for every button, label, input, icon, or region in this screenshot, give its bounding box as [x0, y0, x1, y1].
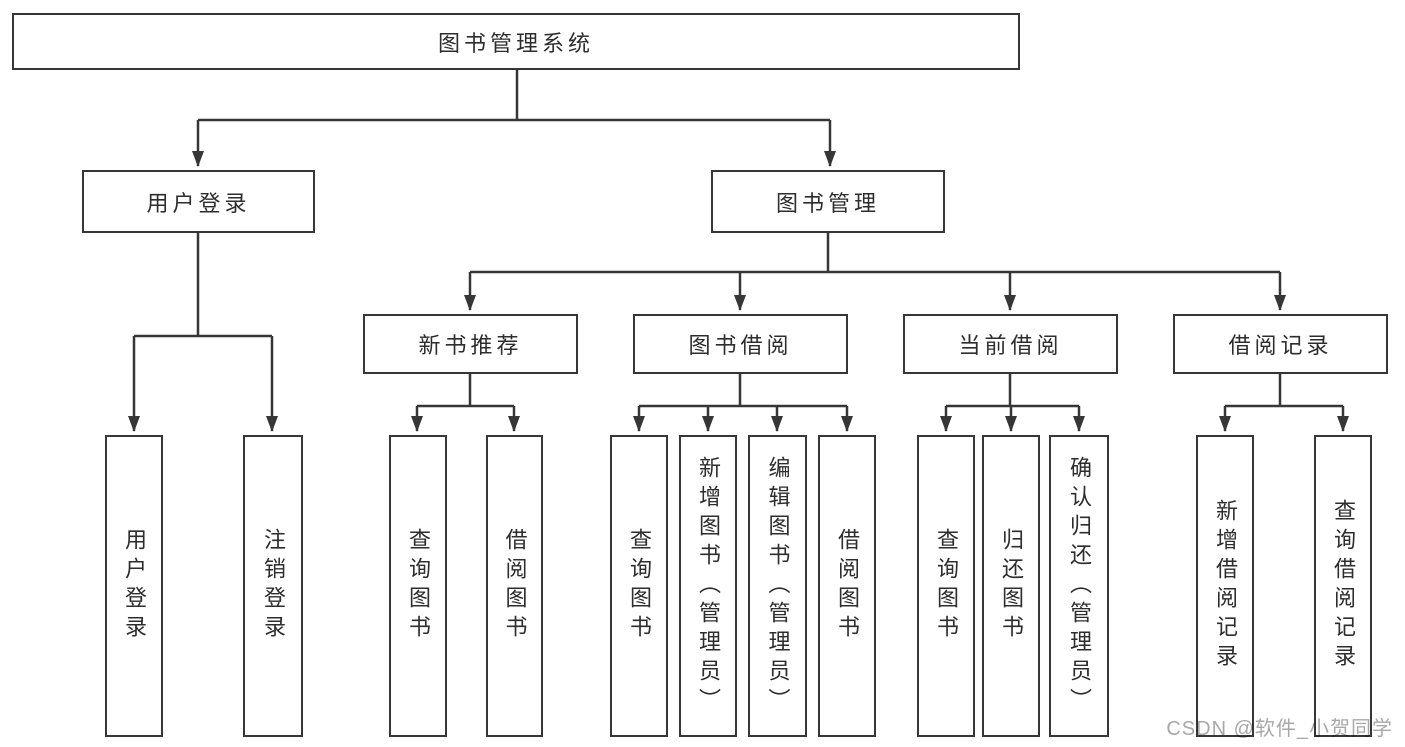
connector-current-borrowing-children	[940, 374, 1085, 432]
node-library-management-system: 图书管理系统	[12, 13, 1020, 70]
leaf-records-add-record: 新增借阅记录	[1196, 435, 1254, 737]
node-new-book-recommendation: 新书推荐	[363, 314, 578, 374]
connector-user-login-children	[128, 233, 278, 432]
node-book-management: 图书管理	[711, 170, 945, 233]
leaf-records-query-record: 查询借阅记录	[1314, 435, 1372, 737]
connector-book-management-children	[464, 233, 1286, 311]
leaf-current-query-book: 查询图书	[917, 435, 975, 737]
node-borrowing-records: 借阅记录	[1173, 314, 1388, 374]
leaf-logout: 注销登录	[243, 435, 303, 737]
leaf-current-confirm-return-admin: 确认归还（管理员）	[1049, 435, 1109, 737]
connector-book-borrowing-children	[633, 374, 853, 432]
node-user-login: 用户登录	[82, 170, 315, 233]
watermark-text: CSDN @软件_小贺同学	[1166, 718, 1393, 740]
connector-new-book-recommendation-children	[411, 374, 520, 432]
leaf-borrowing-add-book-admin: 新增图书（管理员）	[679, 435, 737, 737]
leaf-recommend-query-book: 查询图书	[389, 435, 447, 737]
connector-root-to-level1	[192, 70, 836, 167]
leaf-recommend-borrow-book: 借阅图书	[486, 435, 543, 737]
leaf-current-return-book: 归还图书	[982, 435, 1040, 737]
node-current-borrowing: 当前借阅	[903, 314, 1118, 374]
leaf-user-login: 用户登录	[105, 435, 163, 737]
leaf-borrowing-borrow-book: 借阅图书	[818, 435, 876, 737]
leaf-borrowing-edit-book-admin: 编辑图书（管理员）	[748, 435, 807, 737]
leaf-borrowing-query-book: 查询图书	[610, 435, 668, 737]
node-book-borrowing: 图书借阅	[633, 314, 848, 374]
connector-borrowing-records-children	[1219, 374, 1349, 432]
